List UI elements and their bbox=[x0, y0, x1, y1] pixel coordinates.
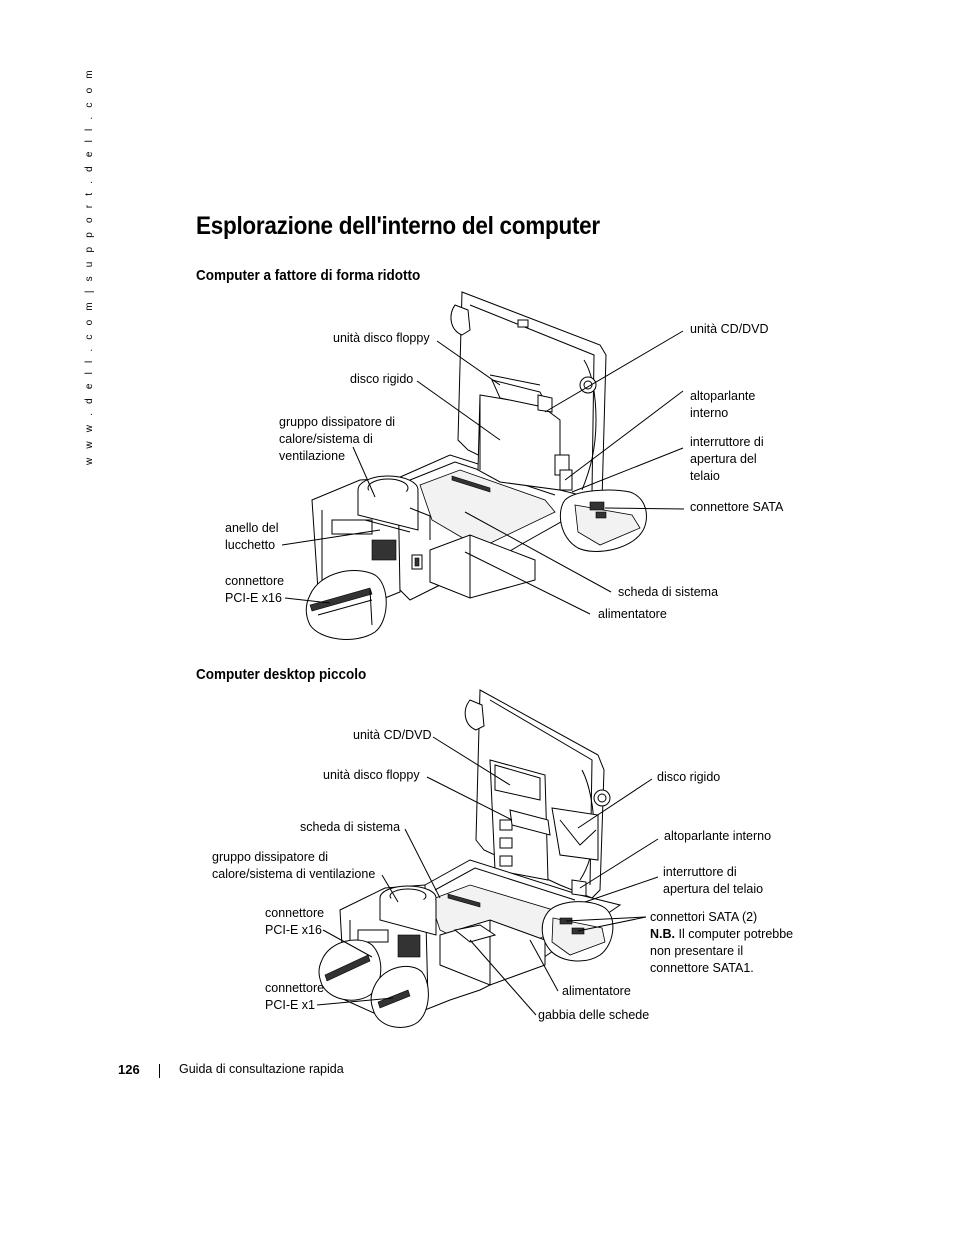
label-chassis-intrusion-switch: interruttore di apertura del telaio bbox=[690, 435, 764, 483]
page-number: 126 bbox=[118, 1062, 140, 1077]
sd-leader-lines bbox=[316, 736, 659, 1016]
page-title: Esplorazione dell'interno del computer bbox=[196, 212, 600, 240]
label-sata-connectors: connettori SATA (2) bbox=[650, 910, 758, 924]
note-text: Il computer potrebbe non presentare il c… bbox=[650, 927, 794, 975]
label-pcie-x1-connector: connettore PCI-E x1 bbox=[265, 981, 325, 1012]
sff-leader-lines bbox=[281, 330, 685, 615]
label-padlock-ring: anello del lucchetto bbox=[225, 521, 279, 552]
label-power-supply: alimentatore bbox=[598, 607, 667, 621]
section-heading-small-desktop: Computer desktop piccolo bbox=[196, 666, 367, 683]
label-pcie-x16-connector: connettore PCI-E x16 bbox=[265, 906, 325, 937]
label-cd-dvd-drive: unità CD/DVD bbox=[690, 322, 769, 336]
footer-divider bbox=[159, 1064, 160, 1078]
label-heatsink-fan: gruppo dissipatore di calore/sistema di … bbox=[212, 850, 376, 881]
label-chassis-intrusion-switch: interruttore di apertura del telaio bbox=[663, 865, 764, 896]
section-heading-small-form-factor: Computer a fattore di forma ridotto bbox=[196, 267, 421, 284]
label-pcie-x16-connector: connettore PCI-E x16 bbox=[225, 574, 285, 605]
label-floppy-drive: unità disco floppy bbox=[333, 331, 430, 345]
label-hard-drive: disco rigido bbox=[657, 770, 721, 784]
sff-chassis-illustration bbox=[305, 291, 647, 640]
sd-chassis-illustration bbox=[318, 689, 622, 1028]
label-system-board: scheda di sistema bbox=[300, 820, 401, 834]
label-sata-connector: connettore SATA bbox=[690, 500, 784, 514]
label-heatsink-fan: gruppo dissipatore di calore/sistema di … bbox=[279, 415, 396, 463]
label-floppy-drive: unità disco floppy bbox=[323, 768, 420, 782]
label-internal-speaker: altoparlante interno bbox=[690, 389, 756, 420]
footer-guide-title: Guida di consultazione rapida bbox=[179, 1062, 344, 1076]
label-card-cage: gabbia delle schede bbox=[538, 1008, 650, 1022]
label-internal-speaker: altoparlante interno bbox=[664, 829, 772, 843]
label-system-board: scheda di sistema bbox=[618, 585, 719, 599]
label-cd-dvd-drive: unità CD/DVD bbox=[353, 728, 432, 742]
note-marker: N.B. bbox=[650, 927, 675, 941]
sata-note: N.B. Il computer potrebbe non presentare… bbox=[650, 926, 793, 977]
label-power-supply: alimentatore bbox=[562, 984, 631, 998]
label-hard-drive: disco rigido bbox=[350, 372, 414, 386]
